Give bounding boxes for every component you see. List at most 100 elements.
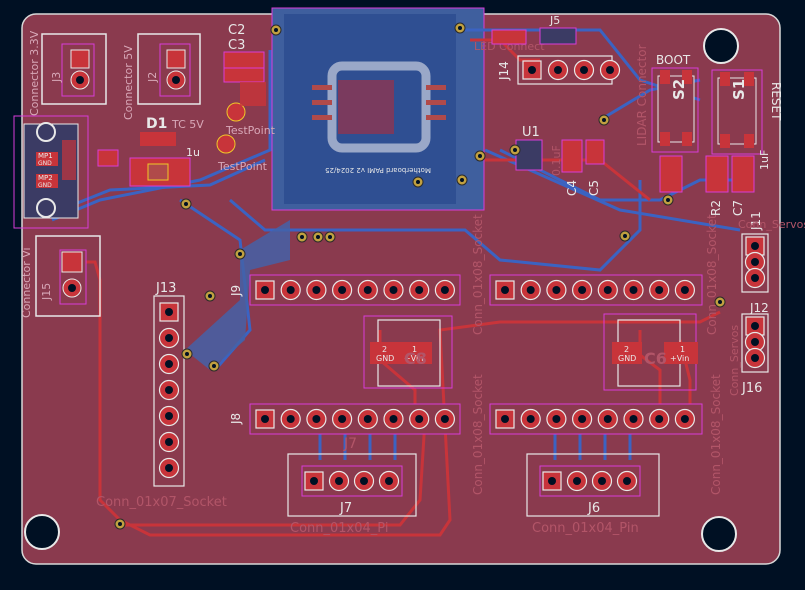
j6-pin[interactable] xyxy=(542,471,562,491)
switch-boot[interactable]: BOOT S2 xyxy=(651,53,699,153)
label-c5: C5 xyxy=(587,180,601,196)
j9-pin[interactable] xyxy=(409,279,430,301)
j13-pin[interactable] xyxy=(158,431,180,453)
label-socket8-c: Conn_01x08_Socket xyxy=(705,214,719,335)
label-c2: C2 xyxy=(228,23,245,38)
microcontroller-module[interactable]: Motherboard PAMI v2 2024/25 xyxy=(271,7,485,211)
connector-j3[interactable]: Connector 3.3V J3 xyxy=(28,30,107,116)
j9-pin[interactable] xyxy=(255,280,275,300)
j8-pin[interactable] xyxy=(434,408,455,430)
j13-pin[interactable] xyxy=(158,327,180,349)
j9-pin[interactable] xyxy=(280,279,301,301)
label-s1: S1 xyxy=(730,79,748,100)
connector-j13[interactable]: J13 Conn_01x07_Socket xyxy=(96,281,227,510)
switch-reset[interactable]: S1 RESET xyxy=(711,69,783,155)
j13-pin[interactable] xyxy=(158,379,180,401)
j5-pin[interactable] xyxy=(674,279,696,301)
module-label: Motherboard PAMI v2 2024/25 xyxy=(325,166,431,174)
j8-pin[interactable] xyxy=(383,408,404,430)
j9-pin[interactable] xyxy=(306,279,327,301)
j10-pin[interactable] xyxy=(597,408,618,430)
label-j8: J8 xyxy=(229,413,243,425)
j10-pin[interactable] xyxy=(674,408,696,430)
passives-right[interactable]: R2 C7 1uF xyxy=(659,150,771,216)
j13-pin[interactable] xyxy=(158,353,180,375)
label-testpoint: TestPoint xyxy=(217,160,268,173)
connector-j9[interactable]: J9 xyxy=(229,274,461,306)
connector-servos[interactable]: J11 J12 J16 Conn_Servos Conn_Servos xyxy=(728,211,805,396)
label-j12: J12 xyxy=(749,301,769,315)
j5-pin[interactable] xyxy=(623,279,644,301)
j9-pin[interactable] xyxy=(332,279,353,301)
mounting-holes xyxy=(24,28,739,552)
j8-pin[interactable] xyxy=(357,408,378,430)
j10-pin[interactable] xyxy=(571,408,593,430)
j8-pin[interactable] xyxy=(409,408,430,430)
j10-pin[interactable] xyxy=(546,408,567,430)
j8-pin[interactable] xyxy=(332,408,353,430)
connector-j10[interactable] xyxy=(489,403,703,435)
connector-j8[interactable]: J8 xyxy=(229,403,461,435)
via-hole xyxy=(185,352,189,356)
j8-pin[interactable] xyxy=(280,408,301,430)
j6-pin[interactable] xyxy=(616,470,638,492)
j10-pin[interactable] xyxy=(623,408,644,430)
j9-pin[interactable] xyxy=(357,279,378,301)
buck-module[interactable]: MP1 GND MP2 GND xyxy=(13,115,119,229)
j5-pin[interactable] xyxy=(520,279,541,301)
j6-pin[interactable] xyxy=(591,470,613,492)
j5-pin[interactable] xyxy=(495,280,515,300)
j14-pin[interactable] xyxy=(599,59,621,81)
j5-pin[interactable] xyxy=(571,279,593,301)
connector-j15[interactable]: Connector Vi J15 xyxy=(20,235,101,318)
j5-pin[interactable] xyxy=(546,279,567,301)
label-tcs5v: TC 5V xyxy=(171,118,204,131)
label-c1uf: 1uF xyxy=(758,150,771,170)
connector-j14[interactable]: LED Connect J14 J5 xyxy=(474,14,621,85)
j13-pin[interactable] xyxy=(158,405,180,427)
j5-pin[interactable] xyxy=(649,279,670,301)
label-mp2-gnd: GND xyxy=(38,182,52,189)
j7-pin[interactable] xyxy=(353,470,375,492)
j5-pin[interactable] xyxy=(597,279,618,301)
servo-a-pin[interactable] xyxy=(744,267,766,289)
servo-b-pin[interactable] xyxy=(744,347,766,369)
j14-pin[interactable] xyxy=(522,60,542,80)
j7-pin[interactable] xyxy=(328,470,350,492)
j13-pin[interactable] xyxy=(158,457,180,479)
label-c6-pad1: 1 xyxy=(680,345,685,354)
j10-pin[interactable] xyxy=(649,408,670,430)
j14-pin[interactable] xyxy=(573,59,595,81)
via-hole xyxy=(238,252,242,256)
j7-pin[interactable] xyxy=(304,471,324,491)
connector-j6[interactable]: J6 Conn_01x04_Pin xyxy=(526,453,660,536)
servo-b-pin[interactable] xyxy=(744,331,766,353)
j8-pin[interactable] xyxy=(255,409,275,429)
label-c7: C7 xyxy=(731,200,745,216)
label-c8-pad1: 1 xyxy=(412,345,417,354)
capacitor-c6[interactable]: 2 GND 1 +Vin C6 xyxy=(603,313,698,391)
connector-j5[interactable] xyxy=(489,274,703,306)
power-components[interactable]: C2 C3 D1 TC 5V 1u TestPoint TestPoint xyxy=(129,23,276,187)
j6-pin[interactable] xyxy=(566,470,588,492)
j10-pin[interactable] xyxy=(520,408,541,430)
j7-pin[interactable] xyxy=(378,470,400,492)
j13-pin[interactable] xyxy=(159,302,179,322)
servo-b-pin[interactable] xyxy=(745,316,765,336)
j14-pin[interactable] xyxy=(547,59,569,81)
label-j6: J6 xyxy=(587,501,600,516)
back-copper-pour xyxy=(185,220,290,370)
connector-j2[interactable]: Connector 5V J2 xyxy=(122,33,201,120)
regulator-u1[interactable]: U1 0.1uF C4 C5 xyxy=(515,125,605,196)
connector-j7[interactable]: J7 J7 Conn_01x04_Pi xyxy=(287,436,417,536)
servo-a-pin[interactable] xyxy=(744,251,766,273)
label-socket8-d: Conn_01x08_Socket xyxy=(709,374,723,495)
j8-pin[interactable] xyxy=(306,408,327,430)
j10-pin[interactable] xyxy=(495,409,515,429)
label-mp1: MP1 xyxy=(38,152,53,160)
capacitor-c8[interactable]: 2 GND 1 +Vin C8 xyxy=(363,315,453,389)
j9-pin[interactable] xyxy=(434,279,455,301)
j9-pin[interactable] xyxy=(383,279,404,301)
label-conn-servos: Conn_Servos xyxy=(738,218,805,231)
